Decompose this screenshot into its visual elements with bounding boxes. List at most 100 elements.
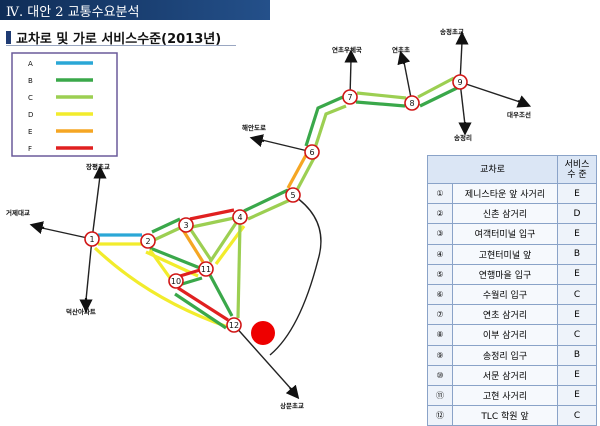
segment-10-12-b	[174, 292, 227, 330]
arrow-east-9	[516, 95, 532, 108]
intersection-name: 수월리 입구	[452, 283, 558, 306]
node-circle	[232, 209, 248, 225]
subtitle-marker	[6, 31, 11, 44]
row-number: ⑫	[427, 405, 453, 426]
intersection-node-12: 12	[226, 317, 242, 333]
row-number: ⑩	[427, 364, 453, 386]
segment-8-9-b	[419, 86, 458, 108]
node-label: 10	[171, 277, 181, 286]
node-label: 12	[229, 321, 239, 330]
intersection-name: 서문 삼거리	[452, 364, 558, 386]
segment-2-11-a	[149, 246, 201, 270]
service-level: E	[557, 384, 597, 407]
row-number: ⑦	[427, 304, 453, 326]
row-number: ⑤	[427, 263, 453, 285]
road-1-north	[91, 175, 101, 240]
row-number: ③	[427, 223, 453, 245]
road-12-south	[233, 324, 293, 391]
node-circle	[226, 317, 242, 333]
intersection-name: 고현터미널 앞	[452, 243, 558, 265]
destination-labels: 장평초교 거제대교 덕산아파트 해안도로 연초우체국 연초초 송정초교 대우조선…	[6, 27, 531, 410]
intersection-name: 고현 사거리	[452, 384, 558, 407]
node-label: 8	[409, 99, 414, 108]
segment-10-11-b	[181, 276, 203, 286]
legend-label-a: A	[28, 60, 33, 68]
node-label: 6	[309, 148, 314, 157]
intersection-node-8: 8	[404, 95, 420, 111]
arrow-north-8	[397, 50, 411, 66]
intersection-name: 제니스타운 앞 사거리	[452, 182, 558, 205]
legend-label-b: B	[28, 77, 33, 85]
segment-4-12	[236, 223, 242, 319]
row-number: ①	[427, 182, 453, 205]
table-header-intersection: 교차로	[427, 155, 558, 184]
row-number: ⑧	[427, 324, 453, 346]
table-header-level: 서비스 수 준	[557, 155, 597, 184]
service-level: E	[557, 182, 597, 205]
arrow-south-12	[285, 384, 300, 400]
node-label: 11	[201, 265, 211, 274]
segment-10-12-a	[177, 286, 229, 322]
road-base	[41, 41, 521, 391]
segment-6-7-a	[304, 95, 344, 147]
road-1-south	[85, 238, 93, 301]
dest-label-6: 연초초	[392, 45, 410, 54]
node-circle	[304, 144, 320, 160]
node-circle	[404, 95, 420, 111]
intersection-node-10: 10	[168, 273, 184, 289]
segment-2-10	[148, 249, 172, 279]
service-level: C	[557, 283, 597, 306]
segment-7-8-a	[356, 91, 407, 100]
segment-2-3-a	[151, 217, 181, 234]
intersection-node-2: 2	[140, 233, 156, 249]
intersection-node-3: 3	[178, 217, 194, 233]
node-circle	[168, 273, 184, 289]
header-bar: Ⅳ. 대안 2 교통수요분석	[0, 0, 270, 20]
node-label: 4	[237, 213, 242, 222]
node-label: 1	[89, 235, 94, 244]
intersection-node-1: 1	[84, 231, 100, 247]
legend-label-c: C	[28, 94, 33, 102]
segment-4-5-a	[243, 188, 289, 213]
road-6-west	[261, 139, 313, 153]
row-number: ⑥	[427, 283, 453, 306]
dest-label-7: 송정초교	[440, 27, 464, 36]
dest-label-9: 송정리	[454, 133, 472, 142]
segment-4-11-a	[208, 222, 238, 263]
dest-label-3: 덕산아파트	[66, 307, 96, 316]
service-level: D	[557, 203, 597, 225]
segment-6-7-b	[313, 104, 347, 149]
dest-label-8: 대우조선	[507, 110, 531, 119]
node-label: 3	[183, 221, 188, 230]
node-circle	[84, 231, 100, 247]
service-level: B	[557, 243, 597, 265]
legend-label-e: E	[28, 128, 32, 136]
road-5-12-loop	[269, 194, 322, 356]
segment-10-11	[179, 268, 201, 278]
service-level: C	[557, 324, 597, 346]
intersection-name: 연행마을 입구	[452, 263, 558, 285]
segment-3-11-a	[181, 229, 205, 263]
dest-label-1: 장평초교	[86, 162, 110, 171]
intersection-name: 연초 삼거리	[452, 304, 558, 326]
service-level: C	[557, 405, 597, 426]
node-label: 5	[290, 191, 295, 200]
highlight-marker	[251, 321, 275, 345]
node-label: 2	[145, 237, 150, 246]
intersection-node-4: 4	[232, 209, 248, 225]
destination-arrows	[29, 31, 532, 400]
node-label: 9	[457, 78, 462, 87]
segment-3-4-a	[189, 208, 235, 221]
legend-label-d: D	[28, 111, 33, 119]
intersection-node-11: 11	[198, 261, 214, 277]
road-1-west	[41, 227, 93, 240]
